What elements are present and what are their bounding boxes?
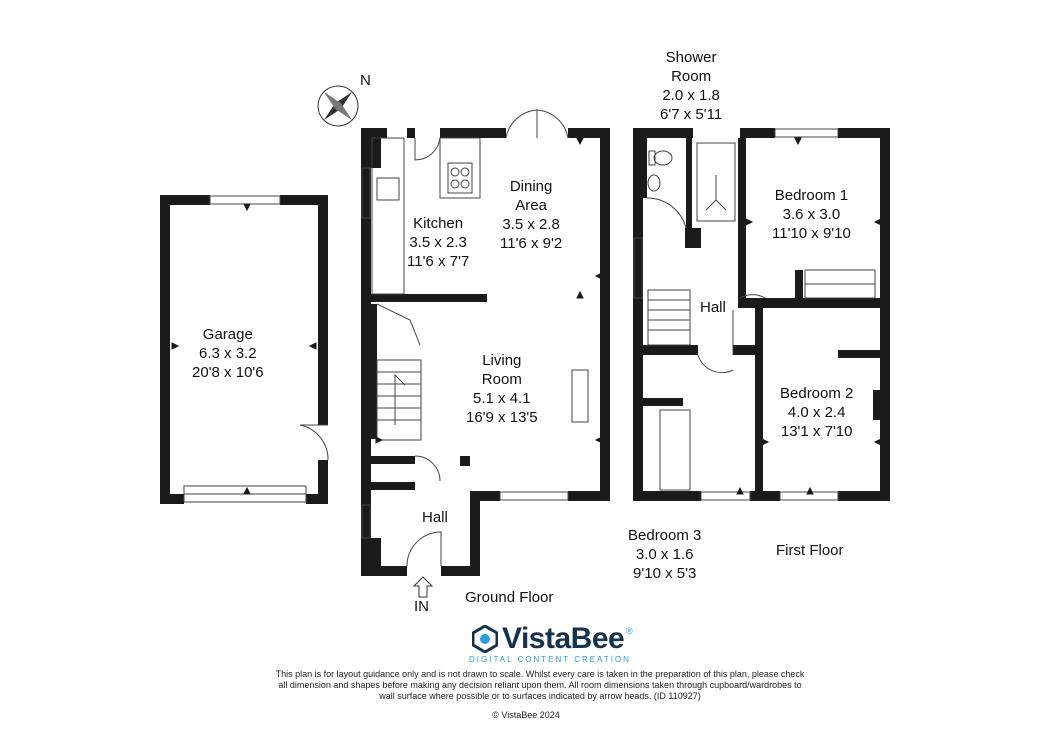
room-imperial: 9'10 x 5'3 [633, 565, 697, 582]
room-name: Bedroom 3 [628, 527, 702, 544]
room-metric: 5.1 x 4.1 [473, 390, 531, 407]
brand-logo: VistaBee ® DIGITAL CONTENT CREATION [469, 622, 642, 664]
room-imperial: 13'1 x 7'10 [780, 423, 853, 440]
room-name: Garage [202, 326, 253, 343]
room-metric: 2.0 x 1.8 [662, 87, 720, 104]
room-label-kitchen: Kitchen 3.5 x 2.3 11'6 x 7'7 [407, 214, 469, 271]
walls [160, 128, 890, 576]
floor-label-ground: Ground Floor [465, 589, 554, 606]
room-name: Bedroom 2 [780, 385, 854, 402]
room-imperial: 6'7 x 5'11 [660, 106, 723, 123]
arrow-heads [171, 137, 882, 495]
north-letter: N [360, 72, 371, 89]
room-metric: 3.0 x 1.6 [635, 546, 694, 563]
room-name: Kitchen [413, 215, 464, 232]
room-metric: 3.5 x 2.3 [409, 234, 467, 251]
room-name-2: Area [515, 197, 547, 214]
copyright-text: © VistaBee 2024 [492, 710, 560, 720]
room-name: Hall [700, 299, 726, 316]
room-label-dining: Dining Area 3.5 x 2.8 11'6 x 9'2 [500, 177, 562, 253]
room-imperial: 11'6 x 9'2 [500, 235, 563, 252]
room-metric: 3.6 x 3.0 [782, 206, 841, 223]
hexagon-logo-icon [472, 625, 498, 653]
room-imperial: 11'6 x 7'7 [407, 253, 470, 270]
disclaimer-text: This plan is for layout guidance only an… [275, 669, 805, 701]
room-name: Dining [509, 178, 553, 195]
brand-name: VistaBee [502, 622, 625, 655]
room-name: Shower [665, 49, 717, 66]
room-label-shower: Shower Room 2.0 x 1.8 6'7 x 5'11 [660, 48, 722, 124]
room-label-garage: Garage 6.3 x 3.2 20'8 x 10'6 [192, 325, 264, 382]
entrance-label: IN [414, 598, 429, 615]
room-imperial: 16'9 x 13'5 [466, 409, 538, 426]
room-label-bedroom-3: Bedroom 3 3.0 x 1.6 9'10 x 5'3 [628, 526, 701, 583]
room-metric: 4.0 x 2.4 [787, 404, 846, 421]
room-imperial: 11'10 x 9'10 [772, 225, 851, 242]
brand-registered-mark: ® [626, 626, 633, 636]
floor-label-first: First Floor [776, 542, 844, 559]
room-metric: 3.5 x 2.8 [502, 216, 560, 233]
room-imperial: 20'8 x 10'6 [192, 364, 264, 381]
room-label-bedroom-1: Bedroom 1 3.6 x 3.0 11'10 x 9'10 [772, 186, 851, 243]
room-name-2: Room [671, 68, 712, 85]
entrance-arrow-icon [412, 576, 434, 598]
room-label-living: Living Room 5.1 x 4.1 16'9 x 13'5 [466, 351, 538, 427]
room-name-2: Room [481, 371, 522, 388]
room-label-hall-first: Hall [700, 298, 726, 317]
room-name: Bedroom 1 [774, 187, 849, 204]
room-metric: 6.3 x 3.2 [199, 345, 257, 362]
room-name: Hall [422, 509, 448, 526]
brand-tagline: DIGITAL CONTENT CREATION [469, 655, 631, 664]
room-label-hall-ground: Hall [422, 508, 448, 527]
north-compass-icon [316, 84, 360, 133]
room-name: Living [482, 352, 522, 369]
room-label-bedroom-2: Bedroom 2 4.0 x 2.4 13'1 x 7'10 [780, 384, 853, 441]
